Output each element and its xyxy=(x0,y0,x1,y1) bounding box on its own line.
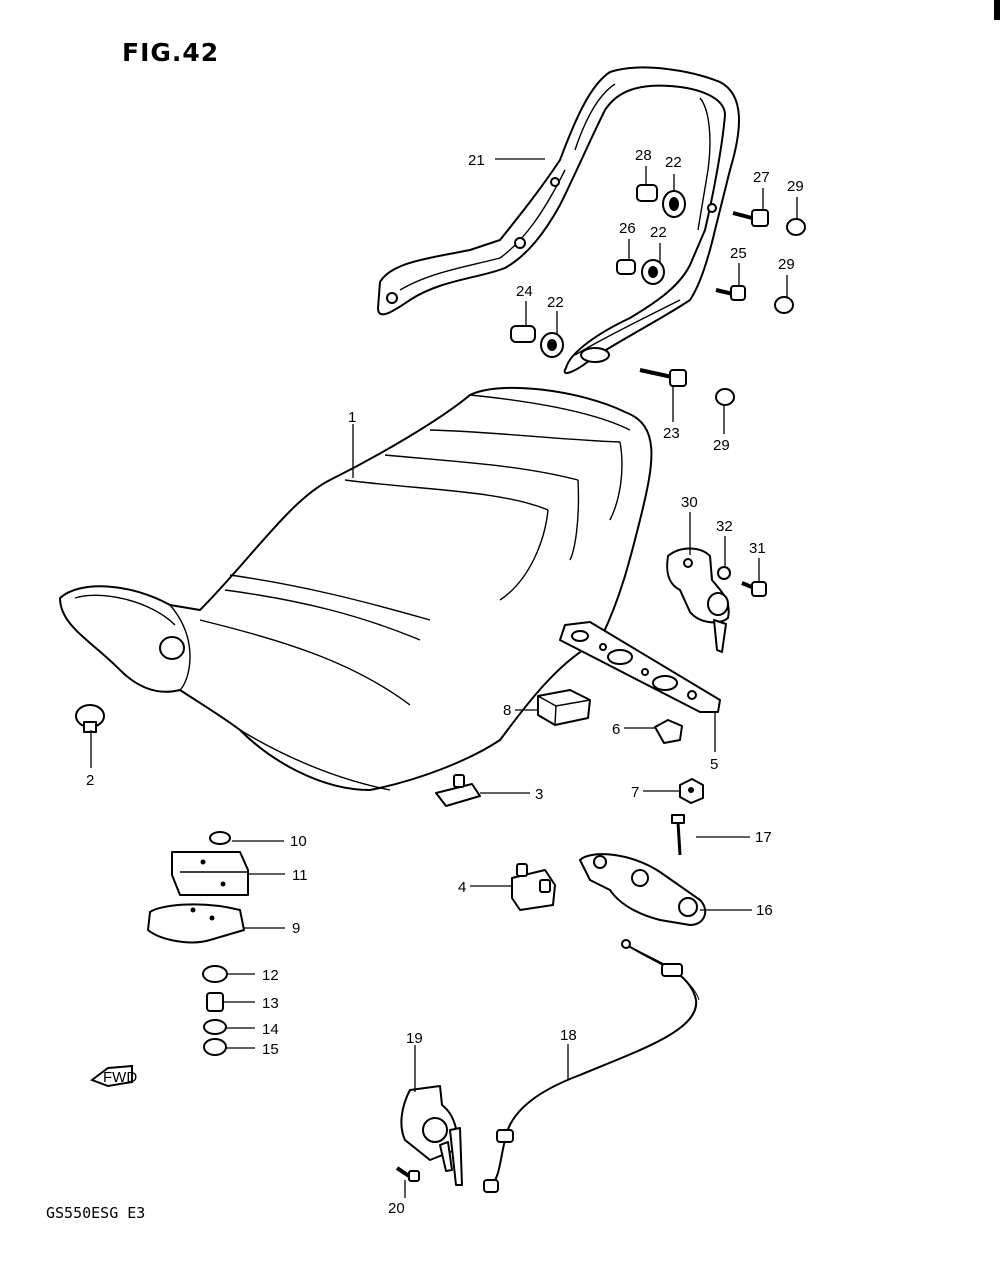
callout-5: 5 xyxy=(710,756,718,773)
callout-2: 2 xyxy=(86,772,94,789)
seat-damper-part xyxy=(537,689,591,726)
callout-3: 3 xyxy=(535,786,543,803)
callout-7: 7 xyxy=(631,784,639,801)
plates-group xyxy=(147,851,249,944)
callout-11: 11 xyxy=(292,867,308,884)
callout-1: 1 xyxy=(348,409,356,426)
seat-part xyxy=(59,386,653,791)
callout-27: 27 xyxy=(753,169,770,186)
screw-part xyxy=(671,814,685,856)
callout-12: 12 xyxy=(262,967,279,984)
callout-23: 23 xyxy=(663,425,680,442)
seat-lock-catch-part xyxy=(579,853,707,926)
callout-17: 17 xyxy=(755,829,772,846)
nut-part xyxy=(679,778,704,804)
callout-10: 10 xyxy=(290,833,307,850)
clip-part xyxy=(654,719,683,744)
callout-25: 25 xyxy=(730,245,747,262)
callout-labels: 1 2 3 4 5 6 7 8 9 10 11 12 13 14 15 16 1… xyxy=(86,147,804,1217)
figure-title: FIG.42 xyxy=(122,38,220,67)
callout-8: 8 xyxy=(503,702,511,719)
scan-edge-mark xyxy=(994,0,1000,20)
callout-26: 26 xyxy=(619,220,636,237)
callout-16: 16 xyxy=(756,902,773,919)
grab-rail-hardware xyxy=(510,184,806,406)
lock-set-part xyxy=(400,1085,463,1186)
seat-lock-cable-part xyxy=(483,939,700,1193)
callout-20: 20 xyxy=(388,1200,405,1217)
callout-19: 19 xyxy=(406,1030,423,1047)
bushings-group xyxy=(202,831,231,1056)
callout-29-top: 29 xyxy=(787,178,804,195)
callout-14: 14 xyxy=(262,1021,279,1038)
callout-29-bottom: 29 xyxy=(713,437,730,454)
callout-28: 28 xyxy=(635,147,652,164)
callout-18: 18 xyxy=(560,1027,577,1044)
callout-32: 32 xyxy=(716,518,733,535)
callout-6: 6 xyxy=(612,721,620,738)
callout-4: 4 xyxy=(458,879,466,896)
callout-13: 13 xyxy=(262,995,279,1012)
fwd-label: FWD xyxy=(103,1069,137,1086)
clamp-part xyxy=(435,774,481,807)
seat-bracket-part xyxy=(559,621,721,713)
forward-arrow-icon: FWD xyxy=(89,1064,137,1088)
lock-screw-part xyxy=(395,1166,420,1182)
callout-9: 9 xyxy=(292,920,300,937)
callout-22-top: 22 xyxy=(665,154,682,171)
seat-lock-assembly xyxy=(666,547,767,653)
plug-part xyxy=(75,704,105,733)
callout-22-bottom: 22 xyxy=(547,294,564,311)
model-code: GS550ESG E3 xyxy=(46,1204,146,1222)
cable-clamp-part xyxy=(511,863,556,911)
grab-rail-part xyxy=(377,66,740,375)
callout-15: 15 xyxy=(262,1041,279,1058)
callout-21: 21 xyxy=(468,152,485,169)
leader-lines xyxy=(90,158,798,1198)
callout-24: 24 xyxy=(516,283,533,300)
callout-22-middle: 22 xyxy=(650,224,667,241)
callout-31: 31 xyxy=(749,540,766,557)
callout-29-middle: 29 xyxy=(778,256,795,273)
callout-30: 30 xyxy=(681,494,698,511)
